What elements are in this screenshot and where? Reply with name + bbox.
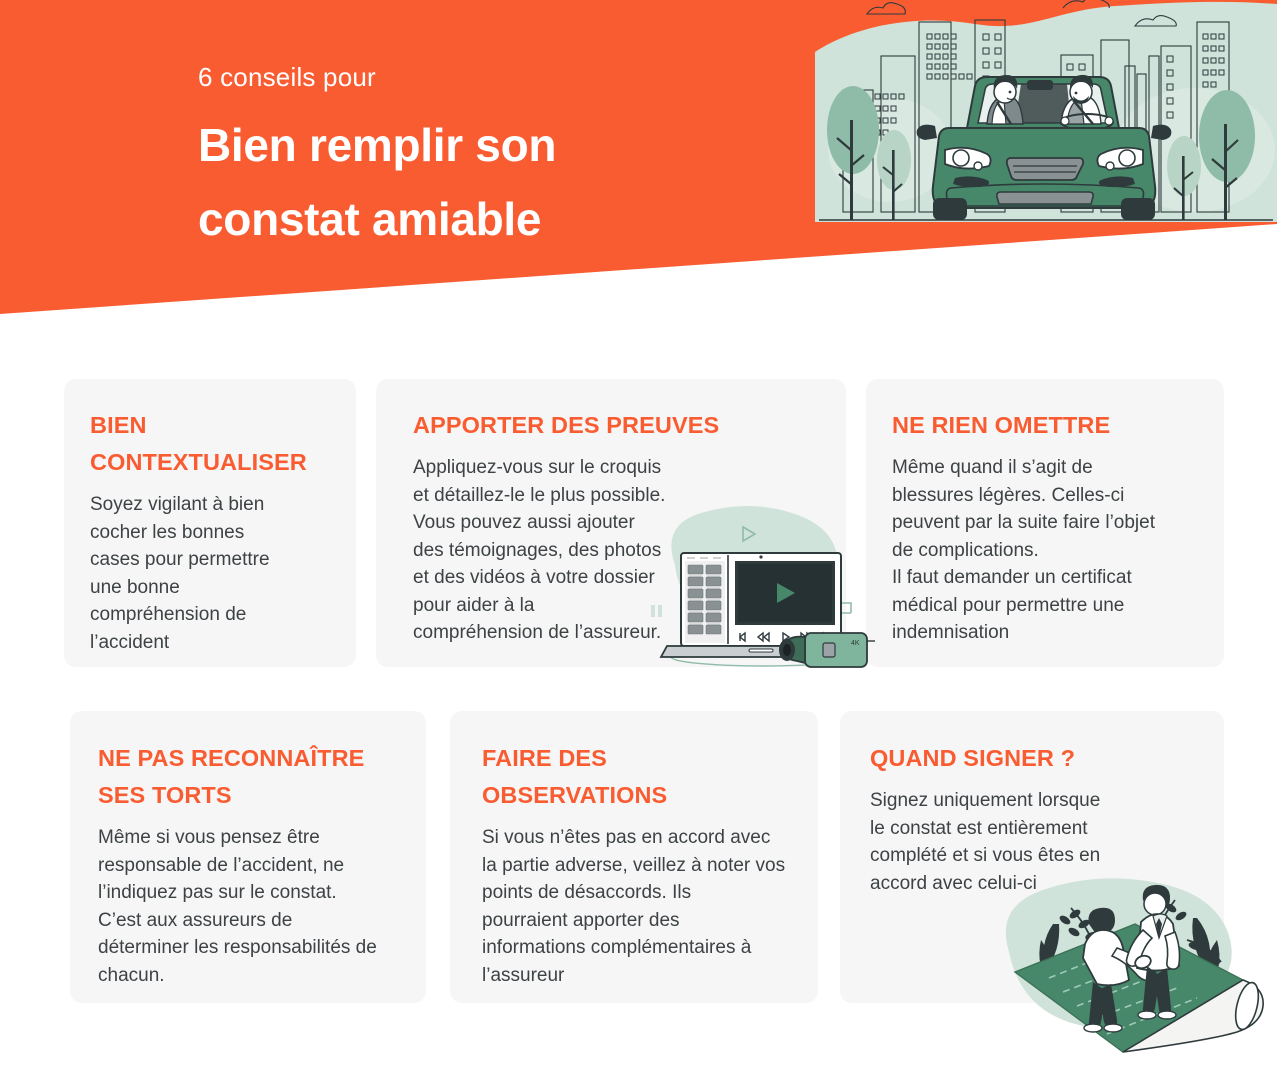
tip-card-3-title: NE RIEN OMETTRE [892,412,1111,438]
header-text-block: 6 conseils pour Bien remplir son constat… [198,60,556,256]
tip-card-2-body: Appliquez-vous sur le croquis et détaill… [413,457,666,643]
tip-card-1-body: Soyez vigilant à bien cocher les bonnes … [90,494,270,653]
tip-card-3-body: Même quand il s’agit de blessures légère… [892,457,1155,643]
svg-text:4K: 4K [851,640,860,647]
tip-card-4-body: Même si vous pensez être responsable de … [98,827,377,986]
tip-card-4-title: NE PAS RECONNAÎTRE SES TORTS [98,745,365,808]
tip-card-6[interactable]: QUAND SIGNER ? Signez uniquement lorsque… [840,711,1224,1003]
header-eyebrow: 6 conseils pour [198,62,376,92]
tip-card-5-title: FAIRE DES OBSERVATIONS [482,745,668,808]
page-title: Bien remplir son constat amiable [198,119,557,245]
tip-card-5-body: Si vous n’êtes pas en accord avec la par… [482,827,786,986]
tip-card-5[interactable]: FAIRE DES OBSERVATIONS Si vous n’êtes pa… [450,711,818,1003]
tip-card-1-title: BIEN CONTEXTUALISER [90,412,307,475]
tip-card-3[interactable]: NE RIEN OMETTRE Même quand il s’agit de … [866,379,1224,667]
tip-card-1[interactable]: BIEN CONTEXTUALISER Soyez vigilant à bie… [64,379,356,667]
tip-card-2-title: APPORTER DES PREUVES [413,412,720,438]
tip-card-4[interactable]: NE PAS RECONNAÎTRE SES TORTS Même si vou… [70,711,426,1003]
tip-card-6-body: Signez uniquement lorsque le constat est… [870,790,1101,894]
tip-card-2[interactable]: APPORTER DES PREUVES Appliquez-vous sur … [376,379,846,667]
tip-card-6-title: QUAND SIGNER ? [870,745,1076,771]
car-with-two-people-city-illustration [815,0,1277,238]
